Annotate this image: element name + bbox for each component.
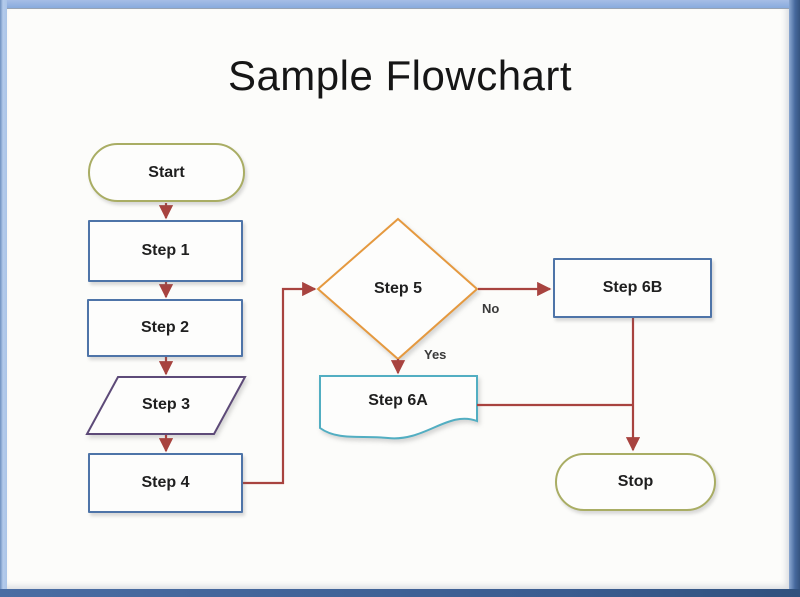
step6a-document-shape [319,375,478,440]
start-node-label: Start [148,163,185,181]
step5-node-label: Step 5 [373,280,422,297]
frame-border-left [0,0,7,597]
step3-node-label: Step 3 [141,396,190,413]
step6b-node: Step 6B [553,258,712,318]
step6a-node-label: Step 6A [368,392,428,409]
stop-node-label: Stop [617,473,654,490]
step3-parallelogram-shape [85,376,247,435]
frame-border-bottom [0,589,800,597]
step2-node: Step 2 [87,299,243,357]
no-branch-label: No [482,301,500,316]
step1-node: Step 1 [88,220,243,282]
step1-node-label: Step 1 [141,242,190,259]
frame-border-top [0,0,800,9]
frame-border-right [789,0,800,597]
step2-node-label: Step 2 [140,319,189,336]
stop-node: Stop [555,453,716,511]
yes-branch-label: Yes [424,347,447,362]
page-title: Sample Flowchart [227,52,573,99]
connector-step4-step5 [243,281,317,485]
start-node: Start [88,143,245,202]
step4-node: Step 4 [88,453,243,513]
step6b-node-label: Step 6B [602,279,663,296]
step4-node-label: Step 4 [141,474,190,491]
